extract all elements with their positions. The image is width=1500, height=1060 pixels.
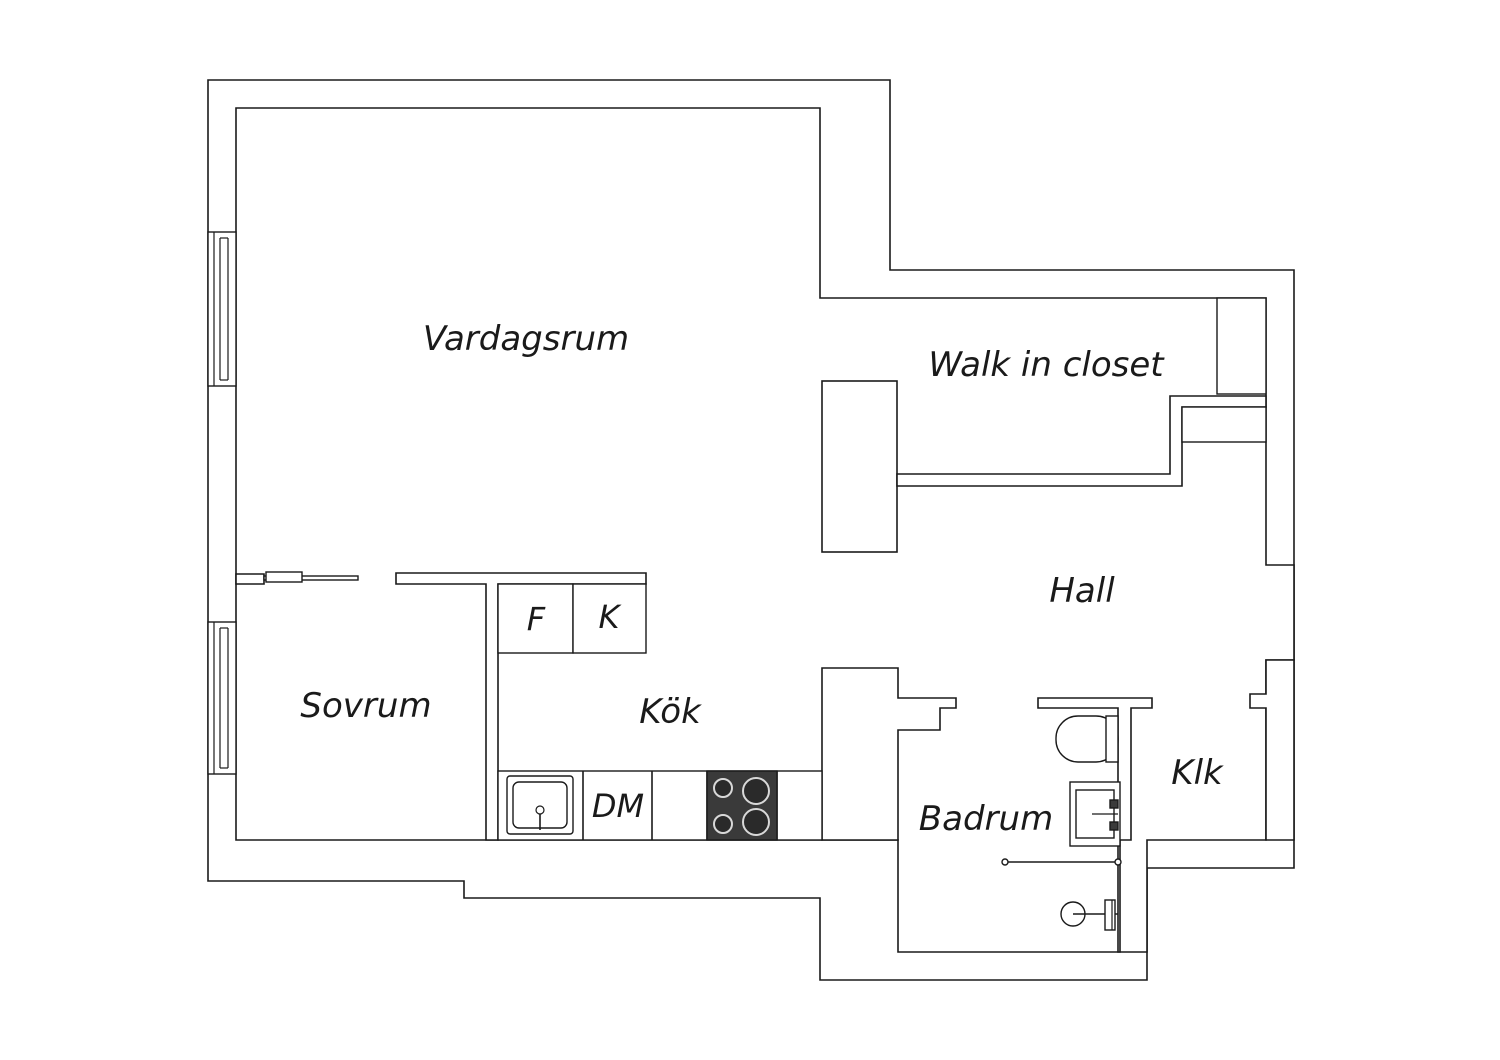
room-labels: Vardagsrum Walk in closet Hall Sovrum Kö… <box>300 319 1224 839</box>
room-label-badrum: Badrum <box>919 799 1053 839</box>
room-label-kok: Kök <box>639 692 702 732</box>
room-label-walk-in-closet: Walk in closet <box>928 345 1165 385</box>
toilet-icon <box>1055 715 1119 763</box>
room-label-vardagsrum: Vardagsrum <box>423 319 629 359</box>
closet-shelf <box>1216 297 1267 395</box>
kitchen-fixtures: F K DM <box>497 583 823 841</box>
kitchen-sink-icon <box>506 775 574 835</box>
closet-pillar <box>821 380 898 553</box>
klk-east-wall <box>1249 659 1295 841</box>
room-label-hall: Hall <box>1049 571 1115 611</box>
fridge <box>497 583 574 654</box>
room-label-klk: Klk <box>1171 753 1224 793</box>
badrum-west-wall <box>821 667 957 841</box>
fridge-label: F <box>527 600 546 638</box>
dishwasher-label: DM <box>592 787 644 825</box>
sliding-door <box>263 575 359 581</box>
stove-icon <box>706 770 778 841</box>
shower-curtain-icon <box>1001 858 1122 866</box>
room-label-sovrum: Sovrum <box>300 686 431 726</box>
hall-shelf <box>1181 406 1267 443</box>
interior-walls <box>235 297 1295 953</box>
shower-head-icon <box>1060 899 1118 931</box>
freezer <box>572 583 647 654</box>
window-sovrum <box>207 621 237 775</box>
washbasin-icon <box>1069 781 1121 847</box>
windows <box>207 231 237 775</box>
window-vardagsrum <box>207 231 237 387</box>
bathroom-fixtures <box>1001 715 1122 931</box>
freezer-label: K <box>599 598 623 636</box>
exterior-walls <box>207 79 1295 981</box>
sliding-door-panel <box>265 571 303 583</box>
sovrum-top-wall-left <box>235 573 265 585</box>
